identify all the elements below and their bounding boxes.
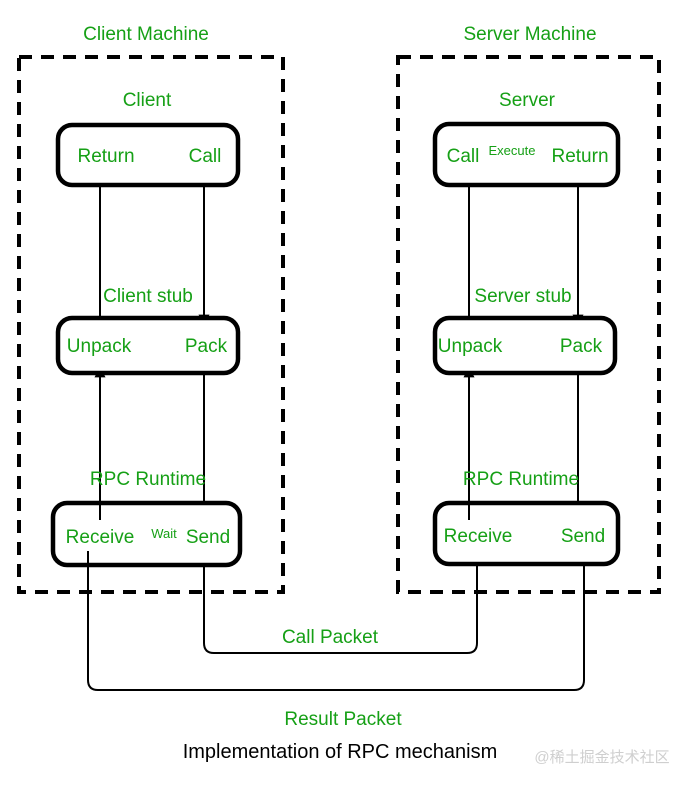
client-stub-box (55, 315, 241, 376)
client-machine-title: Client Machine (83, 24, 209, 45)
client-return-label: Return (77, 146, 134, 167)
juejin-watermark: @稀土掘金技术社区 (534, 749, 669, 766)
server-call-label: Call (447, 146, 480, 167)
client-stub-label: Client stub (103, 286, 193, 307)
server-stub-label: Server stub (474, 286, 571, 307)
flow-lines (82, 158, 585, 691)
server-machine-title: Server Machine (463, 24, 596, 45)
client-app-box (55, 122, 241, 188)
call-packet-connector (203, 549, 483, 654)
server-runtime-box (432, 500, 621, 567)
client-app-label: Client (123, 90, 172, 111)
client-unpack-label: Unpack (67, 336, 132, 357)
wait-label: Wait (151, 526, 177, 541)
server-return-label: Return (551, 146, 608, 167)
server-machine-frame (396, 55, 661, 594)
green-labels: Client Machine Client Return Call Client… (66, 24, 609, 730)
result-packet-connector (82, 549, 585, 691)
interior-line-stubs (87, 503, 470, 565)
server-receive-label: Receive (444, 526, 513, 547)
server-send-label: Send (561, 526, 605, 547)
result-packet-label: Result Packet (284, 709, 402, 730)
client-pack-label: Pack (185, 336, 228, 357)
server-stub-box (432, 315, 618, 376)
server-runtime-label: RPC Runtime (463, 469, 579, 490)
diagram-caption: Implementation of RPC mechanism (183, 741, 498, 763)
server-app-box (432, 121, 621, 188)
server-app-label: Server (499, 90, 556, 111)
call-packet-label: Call Packet (282, 627, 379, 648)
client-call-label: Call (189, 146, 222, 167)
client-receive-label: Receive (66, 527, 135, 548)
server-unpack-label: Unpack (438, 336, 503, 357)
component-boxes (50, 121, 621, 568)
server-pack-label: Pack (560, 336, 603, 357)
client-send-label: Send (186, 527, 230, 548)
client-runtime-label: RPC Runtime (90, 469, 206, 490)
execute-label: Execute (489, 143, 536, 158)
client-machine-frame (17, 55, 285, 594)
